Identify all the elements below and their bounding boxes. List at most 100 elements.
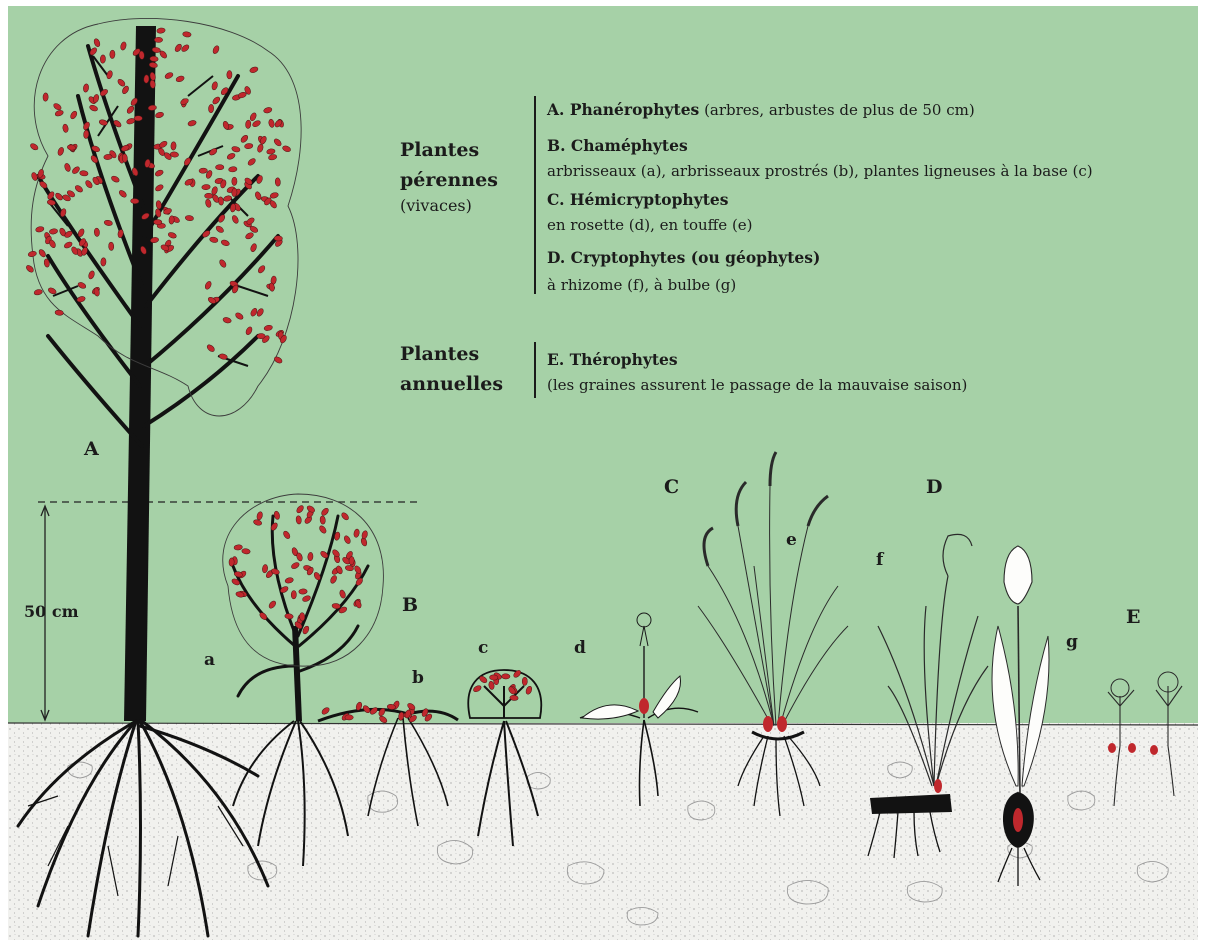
berry [257, 264, 266, 274]
berry [489, 675, 498, 681]
berry [208, 104, 214, 113]
berry [244, 143, 253, 149]
sublabel-d: d [574, 638, 586, 658]
berry [318, 525, 327, 535]
berry [522, 677, 527, 685]
scale-label: 50 cm [24, 602, 79, 621]
berry [110, 50, 115, 59]
berry [353, 529, 360, 538]
berry [117, 78, 127, 88]
berry [92, 94, 99, 104]
berry [206, 343, 216, 352]
berry [156, 200, 162, 209]
berry [185, 215, 194, 221]
berry [231, 146, 240, 153]
berry [130, 198, 139, 204]
perennial-label-line2: pérennes [400, 168, 498, 192]
berry [156, 27, 165, 33]
berry [256, 511, 263, 521]
berry [25, 264, 35, 273]
berry [180, 44, 190, 53]
berry [217, 214, 226, 224]
item-phanerophytes-head: A. Phanérophytes [547, 100, 699, 119]
berry [38, 248, 47, 258]
bud [1150, 745, 1158, 755]
berry [54, 192, 64, 202]
berry [369, 706, 379, 715]
berry [222, 317, 232, 324]
scale-marker [38, 502, 418, 720]
berry [502, 674, 511, 679]
item-therophytes-head: E. Thérophytes [547, 350, 678, 369]
berry [249, 66, 259, 74]
berry [77, 281, 87, 289]
item-hemicryptophytes-desc: en rosette (d), en touffe (e) [547, 216, 753, 234]
berry [182, 31, 191, 37]
berry [282, 145, 292, 153]
berry [349, 556, 355, 565]
berry [57, 147, 65, 157]
perennial-label-line1: Plantes [400, 138, 479, 162]
berry [245, 120, 251, 129]
item-therophytes-desc: (les graines assurent le passage de la m… [547, 376, 967, 394]
berry [250, 307, 259, 317]
berry [218, 353, 227, 360]
berry [49, 228, 58, 235]
berry [99, 119, 109, 126]
berry [332, 603, 341, 609]
berry [218, 259, 227, 269]
berry [247, 157, 257, 166]
sublabel-b: b [412, 668, 424, 688]
berry [472, 684, 482, 693]
berry [291, 590, 296, 598]
berry [273, 356, 283, 365]
berry [306, 505, 316, 514]
berry [241, 548, 250, 554]
berry [143, 75, 149, 84]
berry [339, 589, 347, 599]
bud [1108, 743, 1116, 753]
berry [345, 715, 353, 720]
berry [361, 530, 368, 540]
berry [378, 715, 388, 724]
berry [274, 236, 283, 242]
berry [211, 96, 221, 106]
item-hemicryptophytes-head: C. Hémicryptophytes [547, 190, 728, 209]
berry [199, 168, 208, 174]
berry [307, 552, 313, 561]
berry [100, 55, 106, 64]
item-phanerophytes: A. Phanérophytes (arbres, arbustes de pl… [547, 100, 975, 119]
sublabel-c: c [478, 638, 488, 658]
berry [320, 507, 329, 517]
berry [295, 504, 304, 514]
berry [104, 154, 113, 160]
perennial-sublabel: (vivaces) [400, 196, 472, 216]
berry [43, 93, 49, 102]
berry [240, 134, 249, 144]
berry [209, 236, 218, 243]
berry [74, 184, 84, 193]
berry [118, 189, 128, 198]
berry [256, 307, 265, 317]
berry [204, 280, 212, 290]
bud [639, 698, 649, 714]
berry [79, 170, 88, 176]
annual-divider [534, 342, 536, 398]
berry [94, 228, 100, 237]
berry [268, 600, 277, 610]
berry [31, 172, 39, 182]
berry [187, 119, 197, 126]
berry [205, 199, 212, 208]
berry [64, 163, 72, 173]
berry [299, 613, 304, 622]
berry [120, 41, 127, 50]
letter-B: B [402, 594, 418, 616]
letter-E: E [1126, 606, 1140, 628]
berry [29, 142, 39, 151]
berry [35, 226, 44, 233]
berry [205, 193, 213, 198]
item-cryptophytes-desc: à rhizome (f), à bulbe (g) [547, 276, 736, 294]
berry [101, 258, 107, 267]
berry [54, 109, 64, 117]
berry [321, 706, 331, 715]
